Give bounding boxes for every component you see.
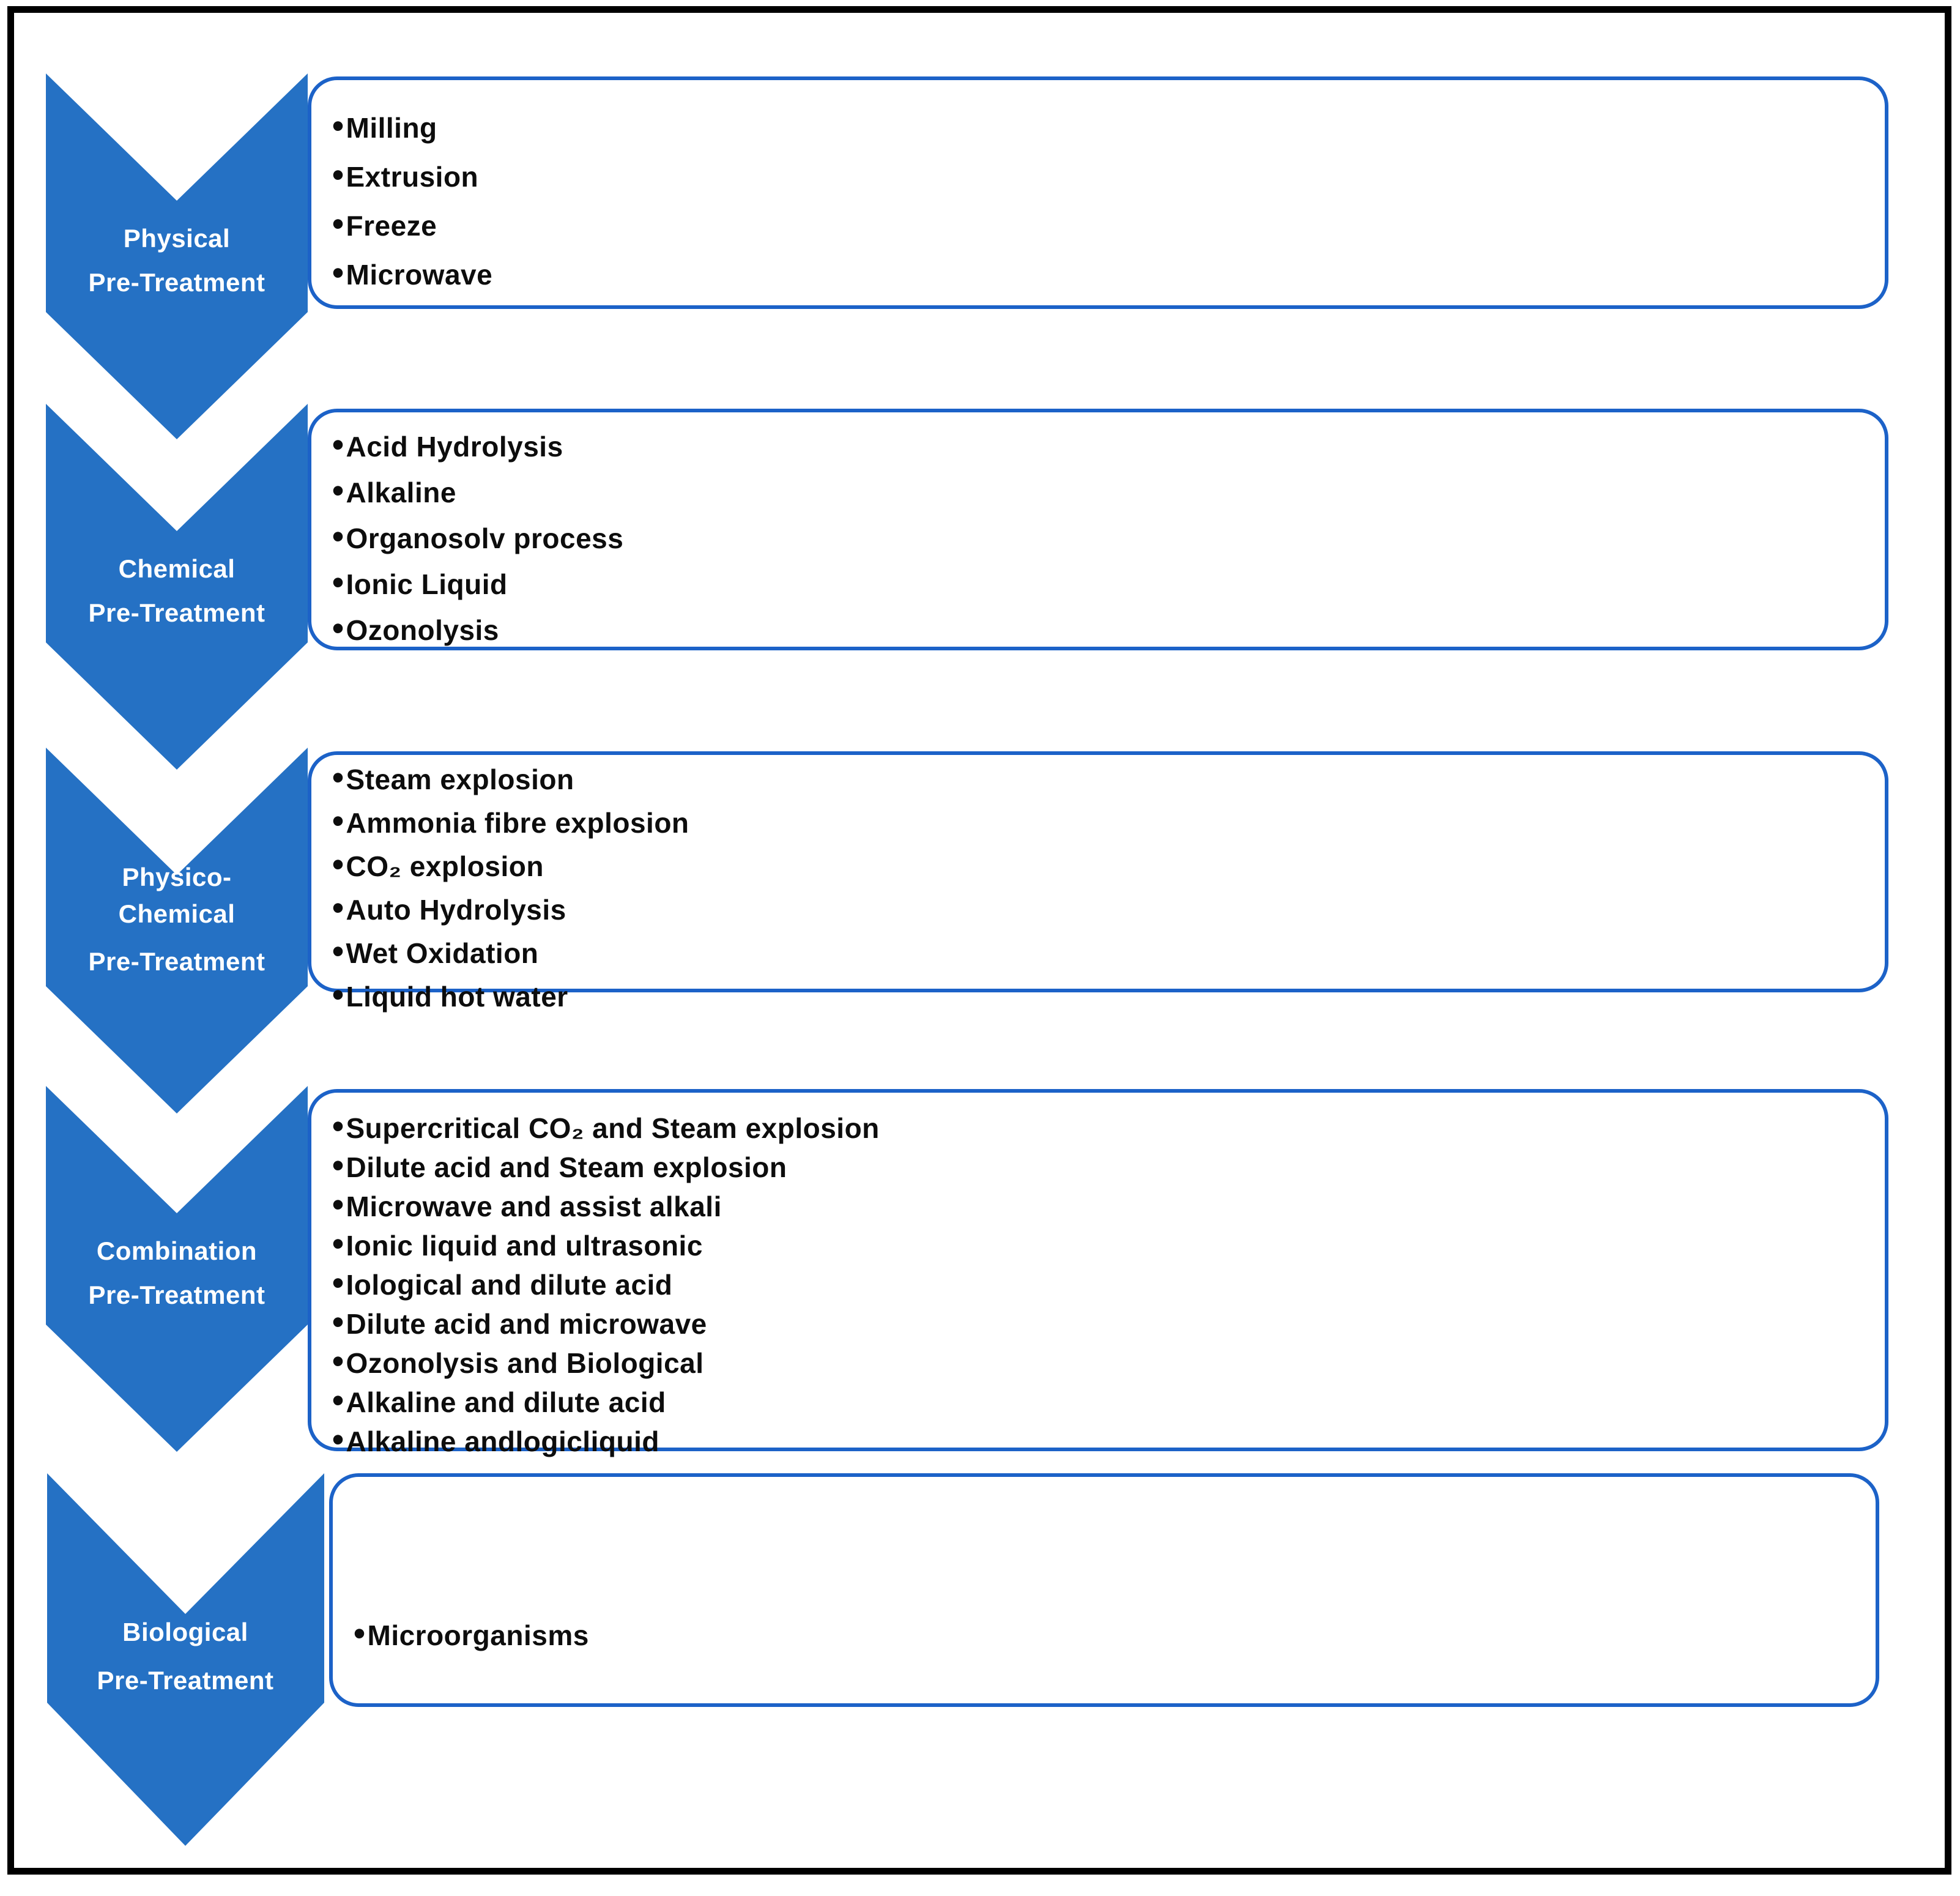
- item-text: Extrusion: [346, 161, 479, 193]
- list-item: •Alkaline and dilute acid: [332, 1381, 666, 1419]
- item-text: Dilute acid and Steam explosion: [346, 1151, 787, 1183]
- item-list: •Milling •Extrusion •Freeze •Microwave: [311, 80, 1885, 299]
- list-item: •Milling: [332, 107, 437, 144]
- section-label-line: Pre-Treatment: [88, 598, 265, 627]
- chemical-items-box: •Acid Hydrolysis •Alkaline •Organosolv p…: [308, 409, 1888, 650]
- item-text: Ammonia fibre explosion: [346, 806, 689, 839]
- list-item: •Iological and dilute acid: [332, 1264, 673, 1301]
- item-text: Alkaline and dilute acid: [346, 1386, 666, 1418]
- item-text: Microwave: [346, 259, 493, 291]
- list-item: •Supercritical CO₂ and Steam explosion: [332, 1107, 880, 1145]
- chevron-down-arrow: [46, 73, 308, 439]
- item-text: Acid Hydrolysis: [346, 430, 563, 463]
- item-text: Ionic Liquid: [346, 568, 508, 600]
- section-label-line: Physical: [123, 224, 231, 253]
- chevron-down-arrow: [46, 1086, 308, 1452]
- section-label-line: Biological: [122, 1618, 248, 1646]
- item-text: Supercritical CO₂ and Steam explosion: [346, 1112, 880, 1144]
- combination-items-box: •Supercritical CO₂ and Steam explosion •…: [308, 1089, 1888, 1457]
- item-text: Iological and dilute acid: [346, 1269, 673, 1301]
- section-label-line: Combination: [96, 1236, 258, 1265]
- list-item: •Steam explosion: [332, 758, 574, 796]
- item-text: Alkaline andlogicliquid: [346, 1426, 659, 1457]
- item-list: •Acid Hydrolysis •Alkaline •Organosolv p…: [311, 412, 1885, 653]
- item-text: Steam explosion: [346, 763, 574, 795]
- item-text: Auto Hydrolysis: [346, 893, 566, 926]
- chevron-down-arrow: [46, 748, 308, 1113]
- item-text: Organosolv process: [346, 522, 624, 554]
- list-item: •Microwave and assist alkali: [332, 1186, 722, 1223]
- physico-chemical-items-box: •Steam explosion •Ammonia fibre explosio…: [308, 751, 1888, 1013]
- list-item: •Microorganisms: [354, 1615, 589, 1652]
- list-item: •Liquid hot water: [332, 975, 568, 1013]
- section-label-line: Pre-Treatment: [88, 268, 265, 297]
- section-label-line: Pre-Treatment: [88, 1281, 265, 1309]
- list-item: •Extrusion: [332, 156, 479, 193]
- section-label-line: Pre-Treatment: [88, 947, 265, 976]
- item-text: Microwave and assist alkali: [346, 1191, 722, 1222]
- list-item: •Organosolv process: [332, 517, 624, 555]
- item-text: Ozonolysis: [346, 614, 499, 646]
- list-item: •CO₂ explosion: [332, 845, 544, 883]
- figure-border-frame: [7, 6, 1951, 1875]
- item-text: Liquid hot water: [346, 980, 568, 1013]
- list-item: •Dilute acid and microwave: [332, 1303, 707, 1340]
- item-text: Dilute acid and microwave: [346, 1308, 707, 1340]
- list-item: •Ozonolysis: [332, 609, 499, 647]
- item-text: Wet Oxidation: [346, 937, 539, 969]
- list-item: •Ionic liquid and ultrasonic: [332, 1225, 703, 1262]
- item-text: Milling: [346, 112, 437, 144]
- list-item: •Wet Oxidation: [332, 932, 539, 970]
- list-item: •Ionic Liquid: [332, 563, 508, 601]
- section-label-line: Chemical: [118, 899, 236, 928]
- item-list: •Supercritical CO₂ and Steam explosion •…: [311, 1093, 1885, 1461]
- list-item: •Freeze: [332, 205, 437, 242]
- item-list: •Steam explosion •Ammonia fibre explosio…: [311, 755, 1885, 1018]
- physical-items-box: •Milling •Extrusion •Freeze •Microwave: [308, 76, 1888, 309]
- biological-items-box: •Microorganisms: [329, 1473, 1879, 1707]
- list-item: •Alkaline andlogicliquid: [332, 1421, 659, 1458]
- item-list: •Microorganisms: [333, 1477, 1876, 1655]
- list-item: •Ammonia fibre explosion: [332, 801, 689, 839]
- item-text: Ionic liquid and ultrasonic: [346, 1230, 703, 1262]
- item-text: Alkaline: [346, 476, 456, 508]
- list-item: •Microwave: [332, 254, 493, 291]
- chevron-down-arrow: [46, 404, 308, 770]
- item-text: Microorganisms: [367, 1619, 589, 1651]
- section-label-line: Chemical: [118, 554, 236, 583]
- section-label-line: Pre-Treatment: [97, 1666, 274, 1695]
- list-item: •Ozonolysis and Biological: [332, 1342, 704, 1380]
- list-item: •Auto Hydrolysis: [332, 888, 566, 926]
- item-text: Freeze: [346, 210, 437, 242]
- chevron-down-arrow: [47, 1473, 324, 1846]
- list-item: •Dilute acid and Steam explosion: [332, 1147, 787, 1184]
- list-item: •Alkaline: [332, 471, 456, 509]
- item-text: CO₂ explosion: [346, 850, 544, 882]
- item-text: Ozonolysis and Biological: [346, 1347, 704, 1379]
- list-item: •Acid Hydrolysis: [332, 425, 563, 463]
- section-label-line: Physico-: [122, 863, 232, 891]
